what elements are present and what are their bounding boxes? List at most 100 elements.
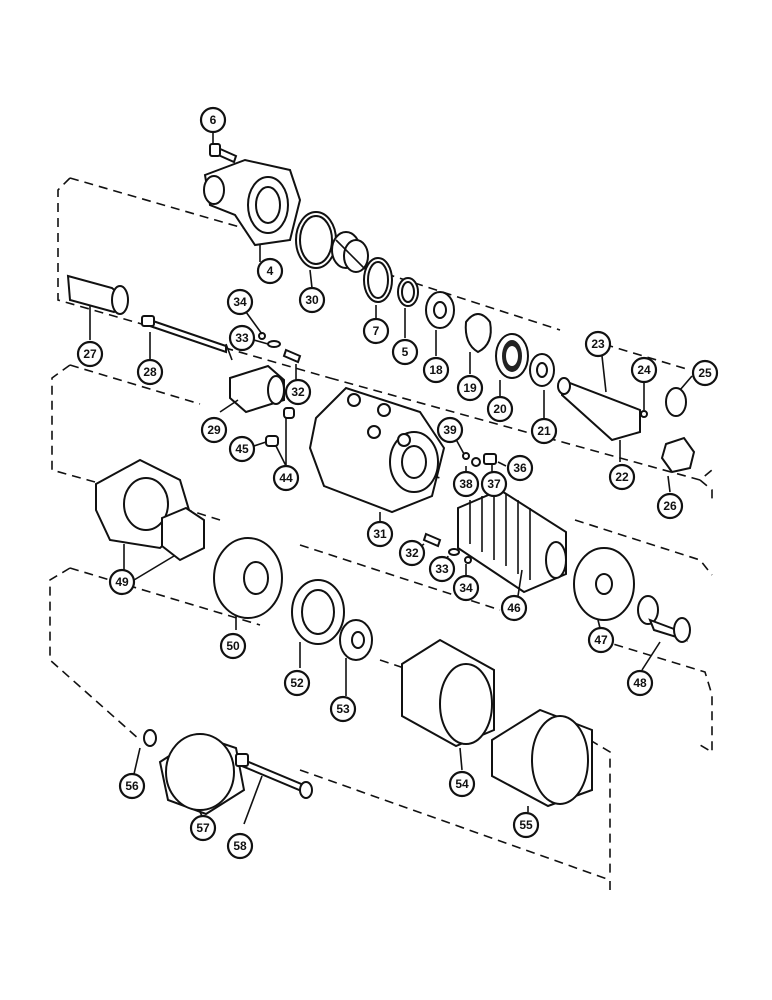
callout-32-upper: 32 — [284, 378, 312, 406]
callout-24-label: 24 — [637, 363, 651, 377]
leader-lines — [89, 132, 693, 825]
callout-38-label: 38 — [459, 477, 473, 491]
callout-33-upper: 33 — [228, 324, 256, 352]
callout-54: 54 — [448, 770, 476, 798]
callout-28-label: 28 — [143, 365, 157, 379]
callout-18: 18 — [422, 356, 450, 384]
part-55-sleeve — [491, 708, 593, 808]
callout-20-label: 20 — [493, 402, 507, 416]
callout-30-label: 30 — [305, 293, 319, 307]
lower-group-boundary — [49, 567, 611, 890]
callout-5-label: 5 — [402, 345, 409, 359]
callout-46: 46 — [500, 594, 528, 622]
part-49-gerotor — [95, 458, 205, 562]
callout-36-label: 36 — [513, 461, 527, 475]
callout-57: 57 — [189, 814, 217, 842]
callout-33-upper-label: 33 — [235, 331, 249, 345]
callout-29-label: 29 — [207, 423, 221, 437]
part-48-drive — [637, 595, 691, 643]
callout-49: 49 — [108, 568, 136, 596]
callout-48-label: 48 — [633, 676, 647, 690]
callout-28: 28 — [136, 358, 164, 386]
callout-47-label: 47 — [594, 633, 608, 647]
callout-37-label: 37 — [487, 477, 501, 491]
callout-36: 36 — [506, 454, 534, 482]
callout-25-label: 25 — [698, 366, 712, 380]
callout-44: 44 — [272, 464, 300, 492]
callout-39-label: 39 — [443, 423, 457, 437]
callout-52-label: 52 — [290, 676, 304, 690]
callout-33-lower-label: 33 — [435, 562, 449, 576]
callout-22-label: 22 — [615, 470, 629, 484]
part-4-end-cap — [203, 158, 302, 247]
callout-34-lower-label: 34 — [459, 581, 473, 595]
part-31-housing — [308, 386, 446, 514]
callout-19: 19 — [456, 374, 484, 402]
parts — [66, 143, 696, 816]
callout-21: 21 — [530, 417, 558, 445]
callout-34-upper-label: 34 — [233, 295, 247, 309]
callout-46-label: 46 — [507, 601, 521, 615]
callout-32-lower-label: 32 — [405, 546, 419, 560]
callouts: 6 4 30 7 5 18 19 20 21 23 24 25 22 26 27… — [76, 106, 719, 860]
callout-6: 6 — [199, 106, 227, 134]
part-22-spool — [557, 377, 641, 442]
callout-56-label: 56 — [125, 779, 139, 793]
callout-44-label: 44 — [279, 471, 293, 485]
callout-55-label: 55 — [519, 818, 533, 832]
callout-34-lower: 34 — [452, 574, 480, 602]
callout-54-label: 54 — [455, 777, 469, 791]
part-33-pin-upper — [267, 340, 281, 348]
part-54-sleeve — [401, 638, 495, 748]
callout-34-upper: 34 — [226, 288, 254, 316]
callout-49-label: 49 — [115, 575, 129, 589]
upper-group-boundary — [57, 177, 713, 500]
callout-53: 53 — [329, 695, 357, 723]
callout-53-label: 53 — [336, 702, 350, 716]
callout-47: 47 — [587, 626, 615, 654]
callout-37: 37 — [480, 470, 508, 498]
part-24-pin — [640, 410, 648, 418]
part-37-fitting — [483, 453, 497, 465]
callout-22: 22 — [608, 463, 636, 491]
callout-50: 50 — [219, 632, 247, 660]
callout-39: 39 — [436, 416, 464, 444]
part-26-nut — [660, 436, 696, 474]
callout-5: 5 — [391, 338, 419, 366]
callout-26: 26 — [656, 492, 684, 520]
part-28-rod — [141, 315, 233, 361]
part-32-spring-upper — [282, 348, 302, 364]
part-57-end-plate — [158, 733, 246, 816]
callout-30: 30 — [298, 286, 326, 314]
callout-27: 27 — [76, 340, 104, 368]
callout-26-label: 26 — [663, 499, 677, 513]
callout-27-label: 27 — [83, 347, 97, 361]
callout-52: 52 — [283, 669, 311, 697]
middle-group-boundary — [51, 364, 713, 754]
callout-25: 25 — [691, 359, 719, 387]
callout-50-label: 50 — [226, 639, 240, 653]
callout-18-label: 18 — [429, 363, 443, 377]
part-6-screw — [209, 143, 238, 164]
callout-4: 4 — [256, 257, 284, 285]
callout-31-label: 31 — [373, 527, 387, 541]
part-25-ring — [665, 387, 687, 417]
part-32-spring-lower — [422, 532, 442, 548]
callout-23-label: 23 — [591, 337, 605, 351]
callout-45: 45 — [228, 435, 256, 463]
part-38-ring — [471, 457, 481, 467]
callout-38: 38 — [452, 470, 480, 498]
callout-33-lower: 33 — [428, 555, 456, 583]
callout-58: 58 — [226, 832, 254, 860]
part-58-bolt — [235, 753, 313, 799]
part-spring — [331, 231, 369, 273]
part-44-plug — [283, 407, 295, 419]
callout-24: 24 — [630, 356, 658, 384]
callout-48: 48 — [626, 669, 654, 697]
callout-58-label: 58 — [233, 839, 247, 853]
part-56-washer — [143, 729, 157, 747]
callout-21-label: 21 — [537, 424, 551, 438]
callout-55: 55 — [512, 811, 540, 839]
callout-7: 7 — [362, 317, 390, 345]
